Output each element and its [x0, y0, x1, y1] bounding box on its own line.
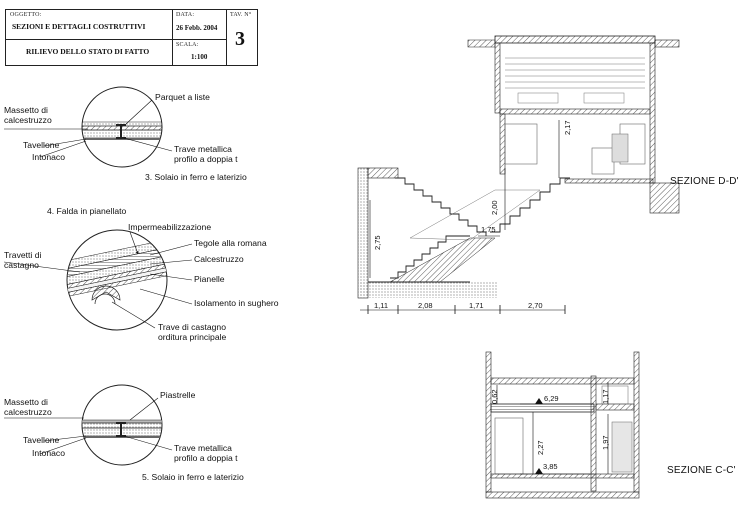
d2-impermeabilizzazione-label: Impermeabilizzazione [128, 222, 212, 232]
dd-dim-200: 2,00 [490, 200, 499, 215]
cc-dim-227: 2,27 [536, 440, 545, 455]
dd-bottom-dim-3: 1,71 [469, 301, 484, 310]
dd-dim-217: 2,17 [563, 120, 572, 135]
d3-piastrelle-label: Piastrelle [160, 390, 196, 400]
d3-caption: 5. Solaio in ferro e laterizio [142, 472, 244, 482]
scala-label: SCALA: [176, 42, 199, 48]
d2-tegole-label: Tegole alla romana [194, 238, 267, 248]
detail-3-solaio [4, 384, 173, 466]
tav-value: 3 [235, 28, 245, 50]
scala-value: 1:100 [191, 53, 208, 61]
d2-caption: 4. Falda in pianellato [47, 206, 127, 216]
d1-massetto-label: Massetto di calcestruzzo [4, 105, 52, 125]
rilievo-text: RILIEVO DELLO STATO DI FATTO [26, 47, 150, 56]
detail-1-solaio [4, 86, 173, 168]
section-cc-title: SEZIONE C-C' [667, 465, 736, 476]
detail-2-falda [3, 229, 193, 331]
dd-dim-175: 1,75 [481, 225, 496, 234]
oggetto-value: SEZIONI E DETTAGLI COSTRUTTIVI [12, 22, 146, 31]
section-dd-title: SEZIONE D-D' [670, 176, 739, 187]
data-label: DATA: [176, 12, 195, 18]
cc-dim-385: 3,85 [543, 462, 558, 471]
data-value: 26 Febb. 2004 [176, 24, 218, 32]
dd-bottom-dim-4: 2,70 [528, 301, 543, 310]
dd-dim-275: 2,75 [373, 235, 382, 250]
d2-calcestruzzo-label: Calcestruzzo [194, 254, 244, 264]
d3-trave-label: Trave metallica profilo a doppia t [174, 443, 238, 463]
d2-pianelle-label: Pianelle [194, 274, 225, 284]
d3-massetto-label: Massetto di calcestruzzo [4, 397, 52, 417]
section-dd-drawing [357, 35, 680, 314]
d2-trave-label: Trave di castagno orditura principale [158, 322, 227, 342]
d1-caption: 3. Solaio in ferro e laterizio [145, 172, 247, 182]
dd-bottom-dim-2: 2,08 [418, 301, 433, 310]
oggetto-label: OGGETTO: [10, 12, 42, 18]
title-block: OGGETTO: SEZIONI E DETTAGLI COSTRUTTIVI … [5, 9, 258, 66]
section-cc-drawing [485, 351, 640, 499]
cc-dim-117: 1,17 [601, 389, 610, 404]
d1-tavellone-label: Tavellone [23, 140, 60, 150]
d1-trave-label: Trave metallica profilo a doppia t [174, 144, 238, 164]
d1-intonaco-label: Intonaco [32, 152, 65, 162]
d1-parquet-label: Parquet a liste [155, 92, 210, 102]
tav-label: TAV. N° [230, 12, 252, 18]
cc-dim-197: 1,97 [601, 435, 610, 450]
cc-dim-062: 0,62 [490, 389, 499, 404]
d3-tavellone-label: Tavellone [23, 435, 60, 445]
d3-intonaco-label: Intonaco [32, 448, 65, 458]
cc-dim-629: 6,29 [544, 394, 559, 403]
dd-bottom-dim-1: 1,11 [374, 301, 389, 310]
d2-travetti-label: Travetti di castagno [4, 250, 42, 270]
d2-isolamento-label: Isolamento in sughero [194, 298, 279, 308]
